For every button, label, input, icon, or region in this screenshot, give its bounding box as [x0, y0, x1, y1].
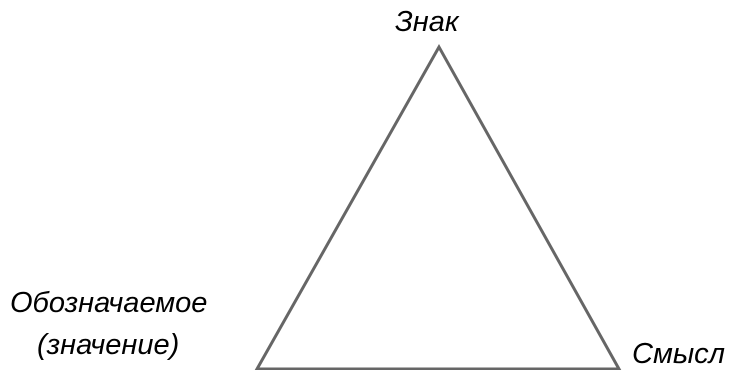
triangle-shape — [254, 43, 622, 370]
vertex-label-sense: Смысл — [632, 338, 726, 370]
vertex-label-signified-line2: (значение) — [37, 329, 180, 361]
vertex-label-sign: Знак — [395, 6, 459, 38]
vertex-label-signified-line1: Обозначаемое — [10, 287, 208, 319]
